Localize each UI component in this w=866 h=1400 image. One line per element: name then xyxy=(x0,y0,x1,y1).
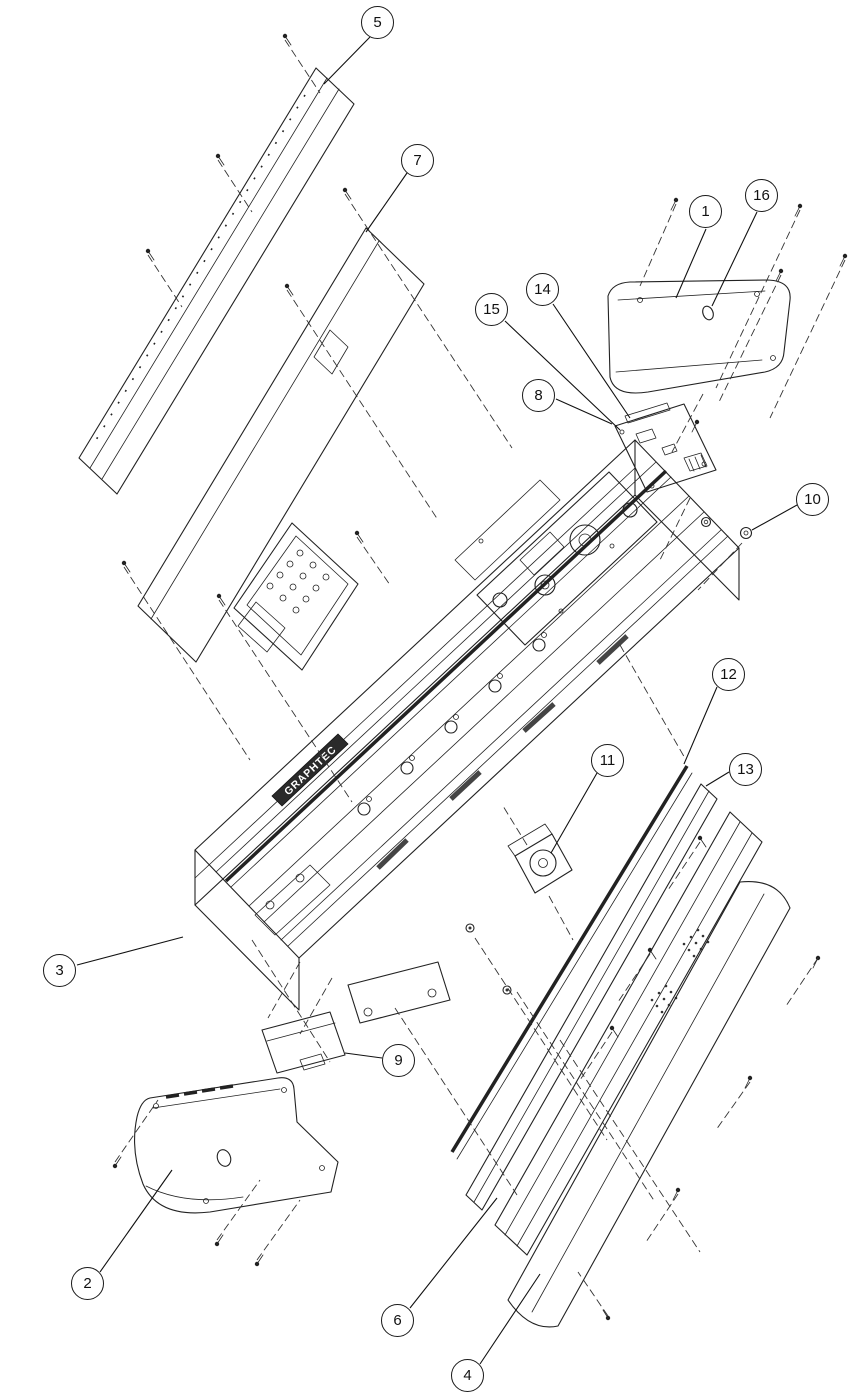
callout-16: 16 xyxy=(745,179,778,212)
callout-16-label: 16 xyxy=(753,187,770,204)
callout-leader-lines xyxy=(76,36,798,1365)
tool-carriage-assembly xyxy=(454,471,658,646)
callout-6: 6 xyxy=(381,1304,414,1337)
callout-4-label: 4 xyxy=(463,1367,472,1384)
callout-9-label: 9 xyxy=(394,1052,403,1069)
right-side-cover-part-1 xyxy=(607,279,791,394)
pinch-rollers xyxy=(357,632,547,816)
callout-1: 1 xyxy=(689,195,722,228)
callout-5-label: 5 xyxy=(373,14,382,31)
callout-12: 12 xyxy=(712,658,745,691)
cover-hole-part-16 xyxy=(702,305,714,321)
bushing-part-10 xyxy=(700,516,753,540)
rear-rail-part-13 xyxy=(465,783,718,1211)
callout-15-label: 15 xyxy=(483,301,500,318)
left-side-cover-part-2 xyxy=(134,1077,339,1214)
media-guide-part-6 xyxy=(494,811,763,1256)
callout-12-label: 12 xyxy=(720,666,737,683)
callout-15: 15 xyxy=(475,293,508,326)
main-board-part-8 xyxy=(614,402,717,493)
callout-10-label: 10 xyxy=(804,491,821,508)
callout-1-label: 1 xyxy=(701,203,710,220)
callout-10: 10 xyxy=(796,483,829,516)
callout-2: 2 xyxy=(71,1267,104,1300)
stand-bracket xyxy=(347,961,451,1024)
callout-13-label: 13 xyxy=(737,761,754,778)
callout-3: 3 xyxy=(43,954,76,987)
fan-part-11 xyxy=(507,823,573,894)
callout-8-label: 8 xyxy=(534,387,543,404)
assembly-axis-lines xyxy=(114,39,846,1317)
callout-8: 8 xyxy=(522,379,555,412)
cutting-strip-part-12 xyxy=(450,765,693,1160)
brand-logo-plate xyxy=(271,733,349,807)
callout-11: 11 xyxy=(591,744,624,777)
callout-3-label: 3 xyxy=(55,962,64,979)
washers xyxy=(465,923,512,995)
callout-13: 13 xyxy=(729,753,762,786)
top-cover-part-5 xyxy=(78,67,355,495)
guide-perforations xyxy=(650,928,710,1014)
callout-7-label: 7 xyxy=(413,152,422,169)
keypad-buttons xyxy=(266,549,330,614)
brand-logo-text: GRAPHTEC xyxy=(282,744,339,798)
callout-5: 5 xyxy=(361,6,394,39)
callout-7: 7 xyxy=(401,144,434,177)
callout-14: 14 xyxy=(526,273,559,306)
callout-2-label: 2 xyxy=(83,1275,92,1292)
control-panel xyxy=(233,522,359,671)
callout-9: 9 xyxy=(382,1044,415,1077)
main-chassis: GRAPHTEC xyxy=(194,439,740,1011)
screws xyxy=(112,33,848,1321)
callout-4: 4 xyxy=(451,1359,484,1392)
front-panel-part-7 xyxy=(137,227,425,663)
front-cover-part-4 xyxy=(507,880,791,1328)
callout-14-label: 14 xyxy=(534,281,551,298)
callout-11-label: 11 xyxy=(599,752,616,769)
callout-6-label: 6 xyxy=(393,1312,402,1329)
